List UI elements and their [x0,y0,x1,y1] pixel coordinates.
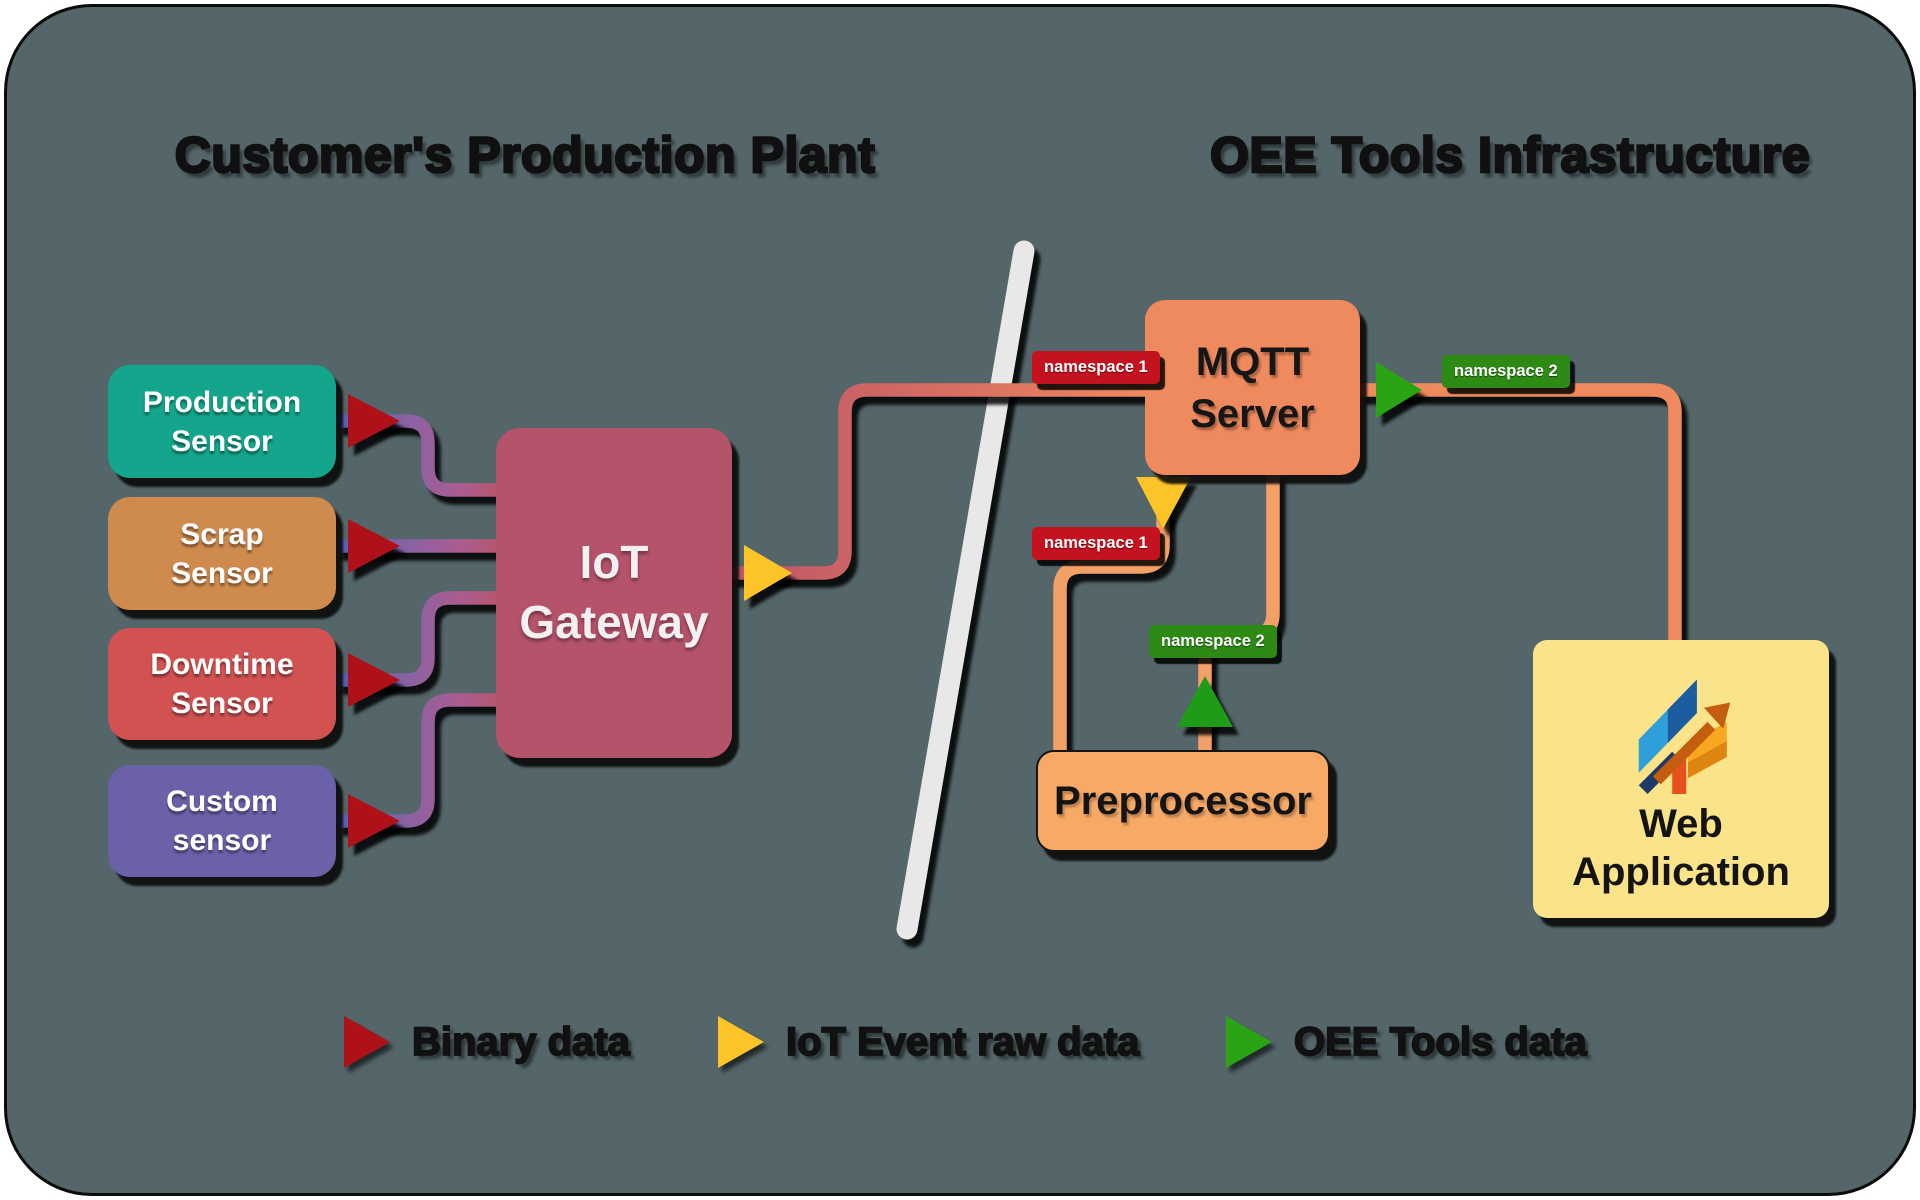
badge-namespace1-preprocessor-in: namespace 1 [1032,527,1160,560]
custom-sensor-label-line2: sensor [172,824,272,857]
iot-event-raw-data-arrow-icon [718,1016,764,1068]
custom-sensor-label-line1: Custom [166,785,278,818]
production-sensor-label-line1: Production [142,385,302,419]
scrap-sensor-label-line2: Sensor [171,556,273,590]
node-production-sensor: Production Sensor [108,365,336,478]
badge-namespace1-mqtt-in: namespace 1 [1032,351,1160,384]
legend-item-oee-tools-data: OEE Tools data [1224,1014,1588,1070]
legend-item-iot-event-raw-data: IoT Event raw data [716,1014,1140,1070]
mqtt-server-label-line1: MQTT [1195,339,1310,384]
iot-gateway-label-line1: IoT [579,536,649,589]
web-application-label-line2: Application [1572,850,1790,894]
node-preprocessor: Preprocessor [1036,750,1330,852]
oee-tools-data-arrow-icon [1226,1016,1272,1068]
growth-chart-logo-icon [1638,679,1731,794]
badge-namespace2-mqtt-out: namespace 2 [1442,355,1570,388]
iot-gateway-label-line2: Gateway [519,596,709,648]
title-production-plant: Customer's Production Plant [174,126,876,185]
node-mqtt-server: MQTT Server [1145,300,1360,475]
node-web-application: Web Application [1533,640,1829,918]
binary-data-arrow-icon [344,1016,390,1068]
node-scrap-sensor: Scrap Sensor [108,497,336,610]
downtime-sensor-label-line1: Downtime [150,648,294,681]
downtime-sensor-label-line2: Sensor [171,687,273,720]
badge-namespace2-preprocessor-out: namespace 2 [1149,625,1277,658]
node-downtime-sensor: Downtime Sensor [108,628,336,740]
legend-label-oee-tools-data: OEE Tools data [1293,1019,1587,1065]
node-custom-sensor: Custom sensor [108,765,336,877]
web-application-label-line1: Web [1639,802,1723,846]
title-oee-infrastructure: OEE Tools Infrastructure [1209,126,1811,185]
legend-item-binary-data: Binary data [342,1014,631,1070]
legend-label-iot-event-raw-data: IoT Event raw data [785,1019,1140,1065]
mqtt-server-label-line2: Server [1190,391,1315,436]
scrap-sensor-label-line1: Scrap [180,517,264,551]
preprocessor-label: Preprocessor [1054,778,1312,823]
legend-label-binary-data: Binary data [411,1019,631,1065]
node-iot-gateway: IoT Gateway [496,428,732,758]
production-sensor-label-line2: Sensor [171,424,273,458]
